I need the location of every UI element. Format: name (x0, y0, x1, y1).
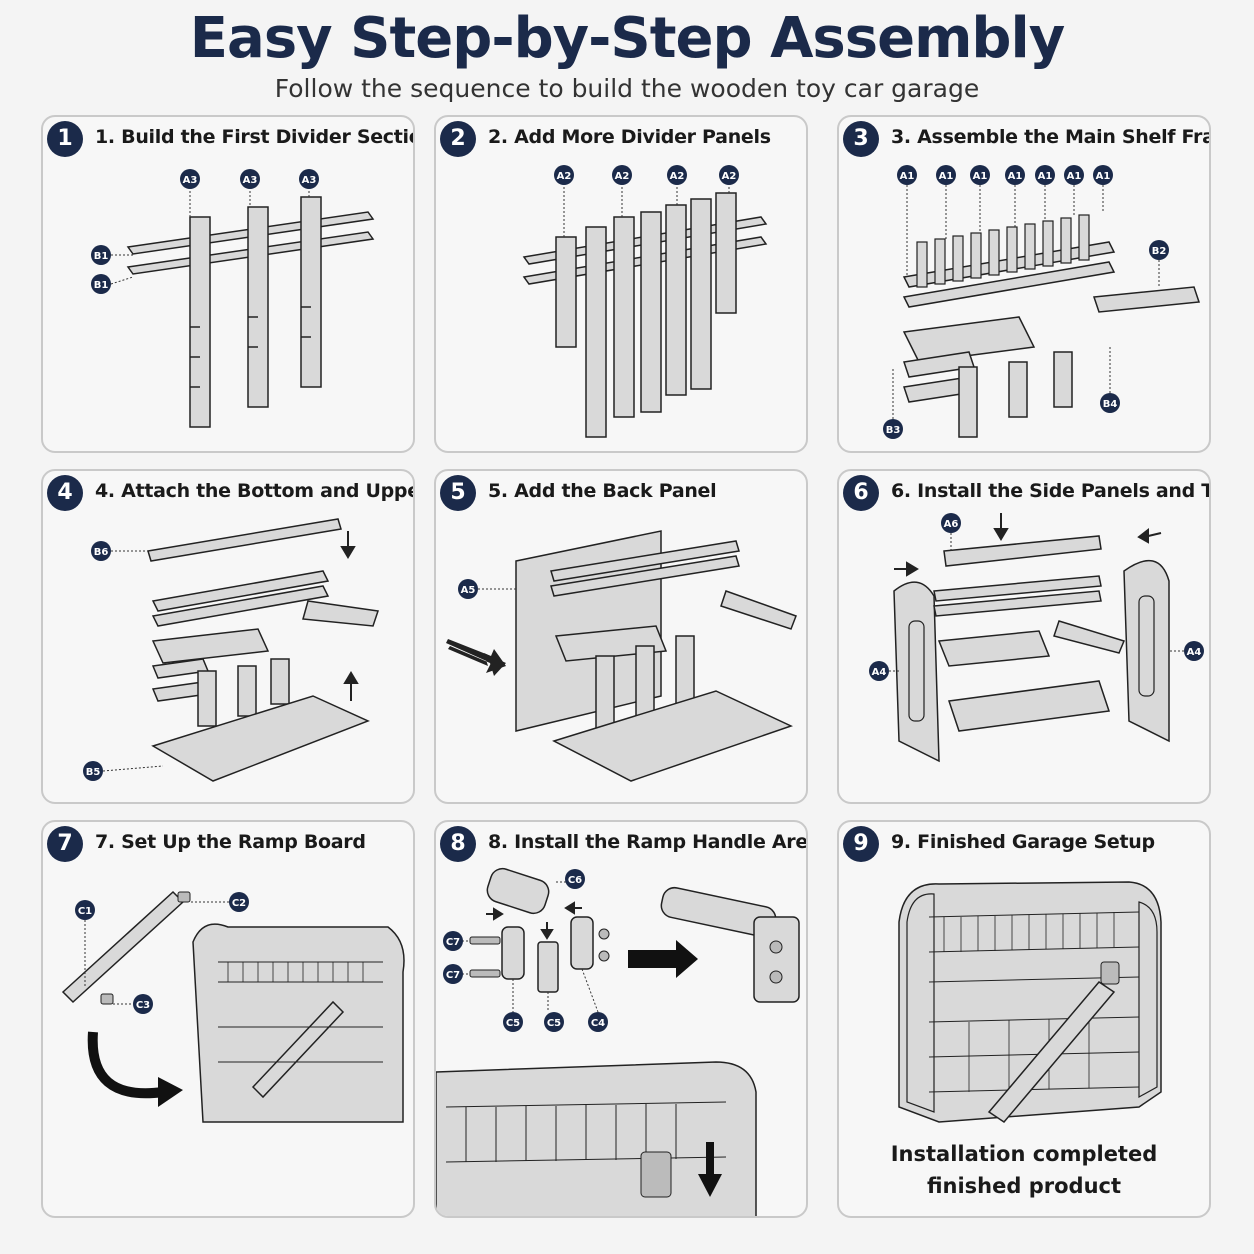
step-number-badge: 9 (843, 826, 879, 862)
step-panel-1: 1 1. Build the First Divider Section A3 … (41, 115, 415, 453)
part-label: C2 (232, 898, 246, 909)
step-number-badge: 2 (440, 121, 476, 157)
part-label: A1 (1038, 171, 1053, 182)
step-title: 7. Set Up the Ramp Board (95, 831, 366, 853)
side-panels-illustration: A6 A4 A4 (869, 513, 1204, 763)
part-label: B3 (886, 425, 901, 436)
part-label: A1 (900, 171, 915, 182)
part-label: B2 (1152, 246, 1167, 257)
part-label: B4 (1103, 399, 1118, 410)
step-number-badge: 7 (47, 826, 83, 862)
back-panel-illustration: A5 (446, 530, 797, 782)
step-title: 5. Add the Back Panel (488, 480, 717, 502)
finished-garage-illustration (898, 881, 1162, 1123)
divider-panels-illustration: A2 A2 A2 A2 (522, 165, 768, 438)
step-title: 6. Install the Side Panels and Top Board (891, 480, 1211, 502)
part-label: A2 (557, 171, 572, 182)
step-number-badge: 3 (843, 121, 879, 157)
part-label: C4 (591, 1018, 605, 1029)
part-label: A4 (1187, 647, 1202, 658)
part-label: B1 (94, 280, 109, 291)
step-panel-4: 4 4. Attach the Bottom and Upper Panels … (41, 469, 415, 804)
part-label: A1 (973, 171, 988, 182)
step-title: 9. Finished Garage Setup (891, 831, 1155, 853)
step-title: 8. Install the Ramp Handle Area (488, 831, 808, 853)
step-panel-6: 6 6. Install the Side Panels and Top Boa… (837, 469, 1211, 804)
step-panel-8: 8 8. Install the Ramp Handle Area (434, 820, 808, 1218)
part-label: A6 (944, 519, 959, 530)
page-title: Easy Step-by-Step Assembly (189, 6, 1065, 71)
part-label: A3 (302, 175, 317, 186)
completion-caption-line-1: Installation completed (890, 1142, 1158, 1166)
part-label: A2 (722, 171, 737, 182)
part-label: C5 (506, 1018, 520, 1029)
step-panel-9: 9 9. Finished Garage Setup (837, 820, 1211, 1218)
part-label: C7 (446, 970, 460, 981)
part-label: A1 (1067, 171, 1082, 182)
ramp-board-illustration: C1 C2 C3 (61, 890, 405, 1123)
part-label: B6 (94, 547, 109, 558)
part-label: A1 (1008, 171, 1023, 182)
part-label: B5 (86, 767, 101, 778)
step-panel-7: 7 7. Set Up the Ramp Board (41, 820, 415, 1218)
step-number-badge: 4 (47, 475, 83, 511)
part-label: C5 (547, 1018, 561, 1029)
part-label: A3 (243, 175, 258, 186)
step-title: 1. Build the First Divider Section (95, 126, 415, 148)
part-label: A1 (1096, 171, 1111, 182)
step-panel-2: 2 2. Add More Divider Panels A2 A2 A2 A2 (434, 115, 808, 453)
page-subtitle: Follow the sequence to build the wooden … (274, 74, 980, 103)
step-title: 3. Assemble the Main Shelf Frame (891, 126, 1209, 148)
step-title: 2. Add More Divider Panels (488, 126, 771, 148)
step-number-badge: 5 (440, 475, 476, 511)
completion-caption-line-2: finished product (926, 1174, 1122, 1198)
part-label: A3 (183, 175, 198, 186)
step-number-badge: 6 (843, 475, 879, 511)
part-label: C3 (136, 1000, 150, 1011)
part-label: C1 (78, 906, 92, 917)
part-label: C6 (568, 875, 582, 886)
step-title: 4. Attach the Bottom and Upper Panels (95, 480, 413, 502)
step-panel-5: 5 5. Add the Back Panel A5 (434, 469, 808, 804)
part-label: A2 (670, 171, 685, 182)
part-label: A5 (461, 585, 476, 596)
part-label: A2 (615, 171, 630, 182)
step-number-badge: 1 (47, 121, 83, 157)
part-label: B1 (94, 251, 109, 262)
bottom-upper-panels-illustration: B6 B5 (83, 518, 379, 782)
ramp-handle-illustration: C6 C7 C7 C5 C5 C4 (436, 867, 800, 1216)
part-label: C7 (446, 937, 460, 948)
step-number-badge: 8 (440, 826, 476, 862)
part-label: A4 (872, 667, 887, 678)
part-label: A1 (939, 171, 954, 182)
step-panel-3: 3 3. Assemble the Main Shelf Frame (837, 115, 1211, 453)
shelf-frame-illustration: A1 A1 A1 A1 A1 A1 A1 B2 B3 B4 (883, 165, 1201, 439)
divider-section-illustration: A3 A3 A3 B1 B1 (91, 169, 375, 428)
